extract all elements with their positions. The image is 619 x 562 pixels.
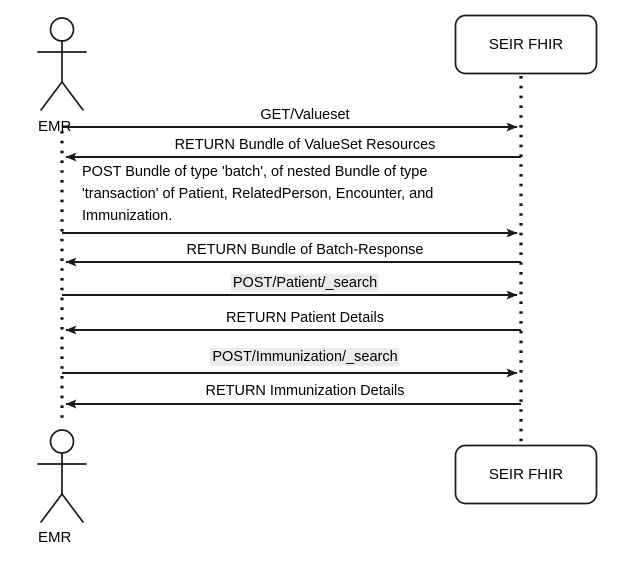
message-label-1: GET/Valueset: [260, 107, 350, 123]
actor-label-emr-bottom: EMR: [38, 529, 72, 546]
message-label-7: POST/Immunization/_search: [210, 348, 400, 366]
message-label-2: RETURN Bundle of ValueSet Resources: [174, 137, 436, 153]
actor-head-icon: [49, 429, 75, 454]
actor-emr-top: [37, 17, 87, 111]
message-label-3-line-3: Immunization.: [82, 208, 173, 224]
message-label-3-line-2: 'transaction' of Patient, RelatedPerson,…: [82, 186, 434, 202]
actor-leg-right: [61, 493, 84, 523]
message-arrows: [62, 122, 521, 409]
message-label-5: POST/Patient/_search: [230, 274, 380, 292]
participant-box-seir-top: [454, 14, 598, 75]
participant-label-seir-bottom: SEIR FHIR: [488, 466, 564, 483]
message-label-8: RETURN Immunization Details: [205, 383, 405, 399]
actor-leg-left: [40, 493, 63, 523]
actor-label-emr-top: EMR: [38, 118, 72, 135]
actor-emr-bottom: [37, 429, 87, 523]
participant-label-seir-top: SEIR FHIR: [488, 36, 564, 53]
message-label-4: RETURN Bundle of Batch-Response: [186, 242, 424, 258]
participant-box-seir-bottom: [454, 444, 598, 505]
message-label-3: POST Bundle of type 'batch', of nested B…: [82, 161, 512, 227]
actor-head-icon: [49, 17, 75, 42]
actor-leg-left: [40, 81, 63, 111]
message-label-6: RETURN Patient Details: [226, 310, 384, 326]
actor-leg-right: [61, 81, 84, 111]
message-label-3-line-1: POST Bundle of type 'batch', of nested B…: [82, 164, 428, 180]
